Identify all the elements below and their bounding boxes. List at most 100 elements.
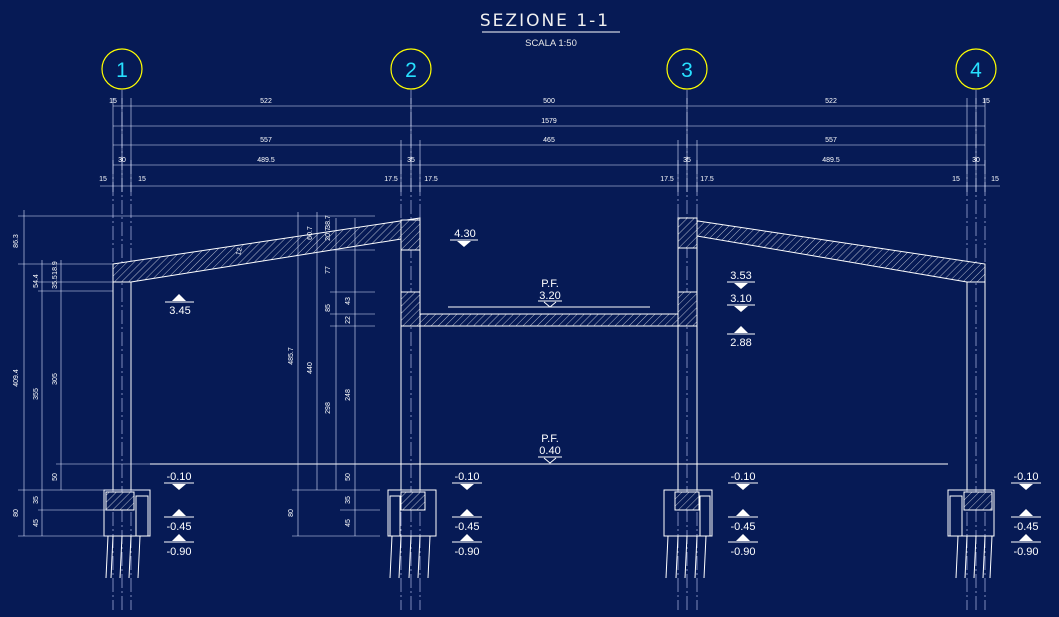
dim-r4-1: 489.5: [257, 157, 275, 164]
dim-r4-2: 35: [407, 157, 415, 164]
axis-label-1: 1: [116, 59, 128, 82]
level-arrow-up-icon: [460, 534, 474, 541]
dim-r1-1: 522: [260, 98, 272, 105]
middle-slab: [400, 313, 698, 327]
dim-r3-2: 557: [825, 137, 837, 144]
dim-left-1: 54.4: [33, 274, 40, 288]
dim-r5-5: 17.5: [700, 176, 714, 183]
level-minus-0-90-axis2: -0.90: [454, 546, 479, 558]
dim-mid-13: 45: [345, 519, 352, 527]
structure: [112, 217, 986, 490]
level-2-88: 2.88: [730, 337, 751, 349]
axis-label-3: 3: [681, 59, 693, 82]
dim-mid-8: 440: [307, 362, 314, 374]
level-arrow-up-icon: [1019, 509, 1033, 516]
beam-mid-axis2: [400, 291, 421, 327]
roof-slab-right: [677, 217, 986, 283]
pf-top-label: P.F.: [541, 278, 559, 290]
pf-bottom-label: P.F.: [541, 433, 559, 445]
dim-left-0: 86.3: [13, 234, 20, 248]
dim-mid-2: 38.7: [325, 215, 332, 229]
dim-r5-6: 15: [952, 176, 960, 183]
level-arrow-down-icon: [460, 484, 474, 490]
level-arrow-up-icon: [172, 534, 186, 541]
level-arrow-down-icon: [734, 283, 748, 289]
level-3-10: 3.10: [730, 293, 751, 305]
level-minus-0-90-axis4: -0.90: [1013, 546, 1038, 558]
dim-r3-1: 465: [543, 137, 555, 144]
level-minus-0-10-axis1: -0.10: [166, 471, 191, 483]
dim-r4-4: 489.5: [822, 157, 840, 164]
level-minus-0-45-axis4: -0.45: [1013, 521, 1038, 533]
dim-mid-9: 298: [325, 402, 332, 414]
dim-r2-0: 1579: [541, 118, 557, 125]
dim-r1-0: 15: [109, 98, 117, 105]
dim-r5-7: 15: [991, 176, 999, 183]
dim-left-5: 355: [33, 388, 40, 400]
axis-label-2: 2: [405, 59, 417, 82]
dim-r4-0: 30: [118, 157, 126, 164]
dim-r4-5: 30: [972, 157, 980, 164]
dim-mid-10: 248: [345, 389, 352, 401]
level-pf-3-20: 3.20: [539, 290, 560, 302]
dim-mid-11: 50: [345, 473, 352, 481]
dim-mid-4: 85: [325, 304, 332, 312]
dim-r5-0: 15: [99, 176, 107, 183]
dim-r5-1: 15: [138, 176, 146, 183]
level-arrow-down-icon: [457, 241, 471, 247]
dim-mid-12: 35: [345, 496, 352, 504]
level-pf-0-40: 0.40: [539, 445, 560, 457]
top-dimensions: 15 522 500 522 15 1579 557 465 557 30 48…: [99, 98, 1000, 192]
level-minus-0-45-axis2: -0.45: [454, 521, 479, 533]
axis-bubbles: 1 2 3 4: [101, 48, 997, 90]
dim-mid-6: 22: [345, 316, 352, 324]
beam-top-axis2: [400, 219, 421, 251]
level-minus-0-10-axis2: -0.10: [454, 471, 479, 483]
dim-left-2: 35.5: [52, 275, 59, 289]
level-minus-0-45-axis1: -0.45: [166, 521, 191, 533]
level-minus-0-10-axis3: -0.10: [730, 471, 755, 483]
level-minus-0-10-axis4: -0.10: [1013, 471, 1038, 483]
level-minus-0-90-axis3: -0.90: [730, 546, 755, 558]
dim-mid-5: 43: [345, 297, 352, 305]
dim-r5-3: 17.5: [424, 176, 438, 183]
dim-left-7: 50: [52, 473, 59, 481]
level-arrow-down-icon: [1019, 484, 1033, 490]
dim-r1-3: 522: [825, 98, 837, 105]
dim-r4-3: 35: [683, 157, 691, 164]
level-minus-0-90-axis1: -0.90: [166, 546, 191, 558]
dim-left-10: 80: [13, 509, 20, 517]
left-dimensions: 86.3 54.4 35.5 18.9 409.4 355 305 50 35 …: [13, 210, 375, 537]
dim-left-3: 18.9: [52, 261, 59, 275]
axis-bubble-4: [955, 48, 997, 90]
pf-marker-icon: [543, 301, 557, 308]
foundation-2: [387, 489, 437, 579]
dim-r1-4: 15: [982, 98, 990, 105]
axis-label-4: 4: [970, 59, 982, 82]
dim-mid-3: 77: [325, 266, 332, 274]
level-arrow-down-icon: [172, 484, 186, 490]
foundation-3: [663, 489, 713, 579]
pf-marker-icon: [543, 457, 557, 464]
middle-dimensions: 60.7 20.7 38.7 77 85 43 22 485.7 440 298…: [288, 212, 380, 537]
dim-r5-4: 17.5: [660, 176, 674, 183]
dim-r3-0: 557: [260, 137, 272, 144]
axis-bubble-3: [666, 48, 708, 90]
level-3-45: 3.45: [169, 305, 190, 317]
axis-centerlines: [112, 90, 986, 610]
drawing-scale: SCALA 1:50: [525, 38, 577, 49]
level-3-53: 3.53: [730, 270, 751, 282]
foundations: [103, 489, 995, 579]
dim-left-4: 409.4: [13, 369, 20, 387]
level-4-30: 4.30: [454, 228, 475, 240]
dim-left-9: 45: [33, 519, 40, 527]
dim-r1-2: 500: [543, 98, 555, 105]
drawing-title: SEZIONE 1-1: [480, 11, 610, 31]
dim-left-6: 305: [52, 373, 59, 385]
level-arrow-up-icon: [172, 509, 186, 516]
dim-mid-0: 60.7: [307, 226, 314, 240]
dim-mid-7: 485.7: [288, 347, 295, 365]
dim-r5-2: 17.5: [384, 176, 398, 183]
dim-slab-thickness: 12: [235, 247, 244, 256]
level-markers: 4.30 3.45 P.F. 3.20 3.53 3.10 2.88 P.F. …: [164, 228, 1041, 558]
